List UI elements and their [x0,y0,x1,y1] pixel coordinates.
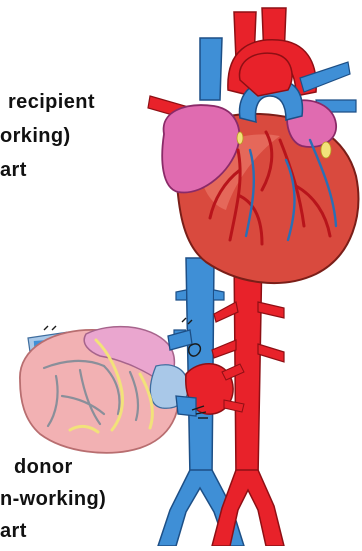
donor-label-line2: n-working) [0,489,106,509]
recipient-label-line2: orking) [0,126,71,146]
donor-label-line1: donor [14,457,73,477]
recipient-heart [162,53,358,283]
donor-label-line3: art [0,521,27,541]
recipient-label-line1: recipient [8,92,95,112]
recipient-label-line3: art [0,160,27,180]
